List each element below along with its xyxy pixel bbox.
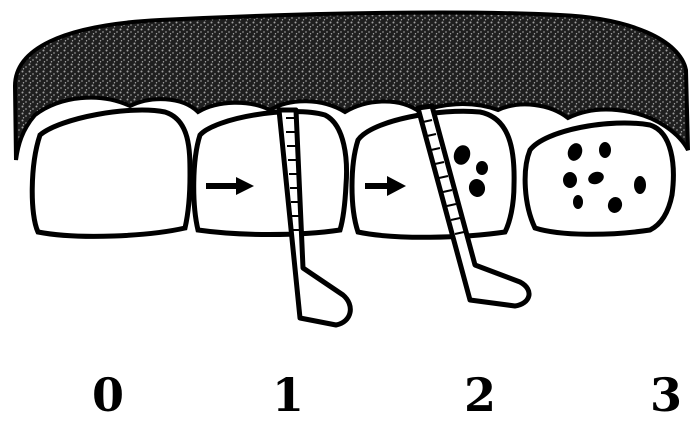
stage-label-3: 3 bbox=[636, 372, 696, 418]
tooth-stage-1 bbox=[194, 112, 347, 235]
tooth-stage-0 bbox=[32, 110, 190, 236]
stage-label-2: 2 bbox=[450, 372, 510, 418]
stage-label-1: 1 bbox=[258, 372, 318, 418]
stage-label-0: 0 bbox=[78, 372, 138, 418]
